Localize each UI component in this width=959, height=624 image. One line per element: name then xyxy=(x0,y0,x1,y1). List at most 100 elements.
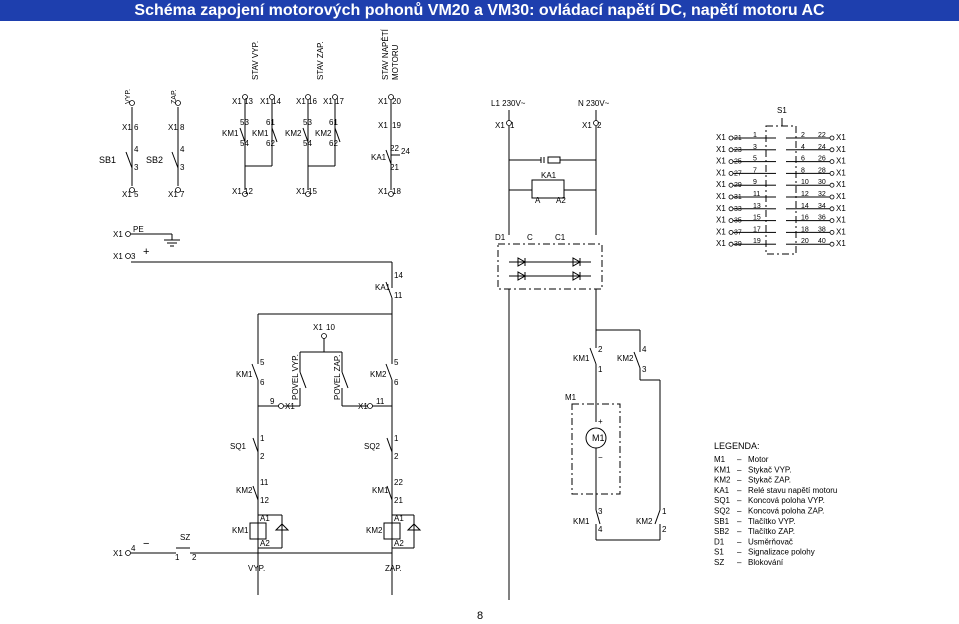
legend-text: Stykač ZAP. xyxy=(748,476,791,485)
legend-item: S1–Signalizace polohy xyxy=(714,548,815,557)
svg-text:9: 9 xyxy=(270,397,275,406)
svg-text:ZAP.: ZAP. xyxy=(385,564,402,573)
svg-text:12: 12 xyxy=(260,496,269,505)
s1-contact-in: 7 xyxy=(753,167,757,174)
svg-text:KA1: KA1 xyxy=(371,153,387,162)
legend-code: SB2 xyxy=(714,527,730,536)
s1-contact-out: 4 xyxy=(801,144,805,151)
svg-text:5: 5 xyxy=(394,358,399,367)
svg-text:X1: X1 xyxy=(113,549,123,558)
s1-x1-right: X1 xyxy=(836,157,846,166)
title-bar xyxy=(0,0,959,21)
legend-code: SQ1 xyxy=(714,496,731,505)
svg-text:M1: M1 xyxy=(592,433,605,443)
s1-contact-in: 1 xyxy=(753,132,757,139)
svg-text:53: 53 xyxy=(240,118,249,127)
svg-text:2: 2 xyxy=(192,553,197,562)
svg-text:17: 17 xyxy=(335,97,344,106)
legend-code: KA1 xyxy=(714,486,730,495)
svg-text:2: 2 xyxy=(394,452,399,461)
svg-text:D1: D1 xyxy=(495,233,506,242)
legend-text: Blokování xyxy=(748,558,784,567)
s1-terminal-right: 36 xyxy=(818,215,826,222)
svg-text:1: 1 xyxy=(394,434,399,443)
svg-text:A1: A1 xyxy=(260,514,270,523)
svg-text:X1: X1 xyxy=(495,121,505,130)
svg-text:KM1: KM1 xyxy=(236,370,253,379)
svg-text:7: 7 xyxy=(180,190,185,199)
legend-dash: – xyxy=(737,465,742,474)
svg-text:12: 12 xyxy=(244,187,253,196)
svg-text:22: 22 xyxy=(390,144,399,153)
svg-text:2: 2 xyxy=(597,121,602,130)
s1-terminal-right: 26 xyxy=(818,156,826,163)
s1-terminal-right: 38 xyxy=(818,226,826,233)
s1-x1-left: X1 xyxy=(716,145,726,154)
s1-contact-out: 12 xyxy=(801,191,809,198)
rectifier-d1: D1 C C1 xyxy=(495,233,603,600)
svg-text:M1: M1 xyxy=(565,393,577,402)
svg-text:+: + xyxy=(598,417,603,426)
svg-text:3: 3 xyxy=(598,507,603,516)
legend-dash: – xyxy=(737,527,742,536)
legend-text: Usměrňovač xyxy=(748,537,793,546)
s1-x1-left: X1 xyxy=(716,216,726,225)
svg-text:KM1: KM1 xyxy=(573,517,590,526)
svg-text:SQ2: SQ2 xyxy=(364,442,381,451)
svg-text:N 230V~: N 230V~ xyxy=(578,99,610,108)
s1-x1-right: X1 xyxy=(836,180,846,189)
s1-contact-out: 18 xyxy=(801,226,809,233)
svg-text:20: 20 xyxy=(392,97,401,106)
svg-text:X1: X1 xyxy=(378,97,388,106)
svg-text:KM1: KM1 xyxy=(252,129,269,138)
page-title: Schéma zapojení motorových pohonů VM20 a… xyxy=(134,2,825,19)
svg-text:4: 4 xyxy=(131,544,136,553)
s1-x1-left: X1 xyxy=(716,204,726,213)
legend-dash: – xyxy=(737,476,742,485)
svg-text:19: 19 xyxy=(392,121,401,130)
svg-text:6: 6 xyxy=(134,123,139,132)
s1-x1-left: X1 xyxy=(716,180,726,189)
s1-x1-right: X1 xyxy=(836,216,846,225)
svg-text:4: 4 xyxy=(598,525,603,534)
svg-text:KA1: KA1 xyxy=(375,283,391,292)
svg-text:X1: X1 xyxy=(378,187,388,196)
svg-text:4: 4 xyxy=(134,145,139,154)
legend-code: SZ xyxy=(714,558,724,567)
svg-text:POVEL ZAP.: POVEL ZAP. xyxy=(333,355,342,400)
s1-x1-left: X1 xyxy=(716,239,726,248)
svg-text:KM2: KM2 xyxy=(315,129,332,138)
s1-x1-right: X1 xyxy=(836,204,846,213)
s1-x1-left: X1 xyxy=(716,192,726,201)
svg-text:2: 2 xyxy=(260,452,265,461)
svg-text:5: 5 xyxy=(134,190,139,199)
svg-text:X1: X1 xyxy=(313,323,323,332)
s1-contact-out: 10 xyxy=(801,179,809,186)
svg-text:18: 18 xyxy=(392,187,401,196)
s1-x1-right: X1 xyxy=(836,192,846,201)
legend-code: M1 xyxy=(714,455,726,464)
s1-terminal-right: 32 xyxy=(818,191,826,198)
svg-text:61: 61 xyxy=(329,118,338,127)
legend-code: SQ2 xyxy=(714,507,731,516)
legend-item: D1–Usměrňovač xyxy=(714,537,793,546)
legend-item: M1–Motor xyxy=(714,455,769,464)
svg-text:STAV NAPĚTÍ: STAV NAPĚTÍ xyxy=(381,28,390,80)
svg-text:ZAP.: ZAP. xyxy=(171,89,178,104)
legend-dash: – xyxy=(737,507,742,516)
legend-text: Motor xyxy=(748,455,769,464)
svg-text:+: + xyxy=(143,246,149,258)
svg-text:−: − xyxy=(143,538,149,550)
s1-x1-left: X1 xyxy=(716,157,726,166)
legend-dash: – xyxy=(737,558,742,567)
svg-text:3: 3 xyxy=(642,365,647,374)
svg-text:53: 53 xyxy=(303,118,312,127)
svg-text:2: 2 xyxy=(598,345,603,354)
svg-text:L1 230V~: L1 230V~ xyxy=(491,99,526,108)
svg-text:1: 1 xyxy=(662,507,667,516)
